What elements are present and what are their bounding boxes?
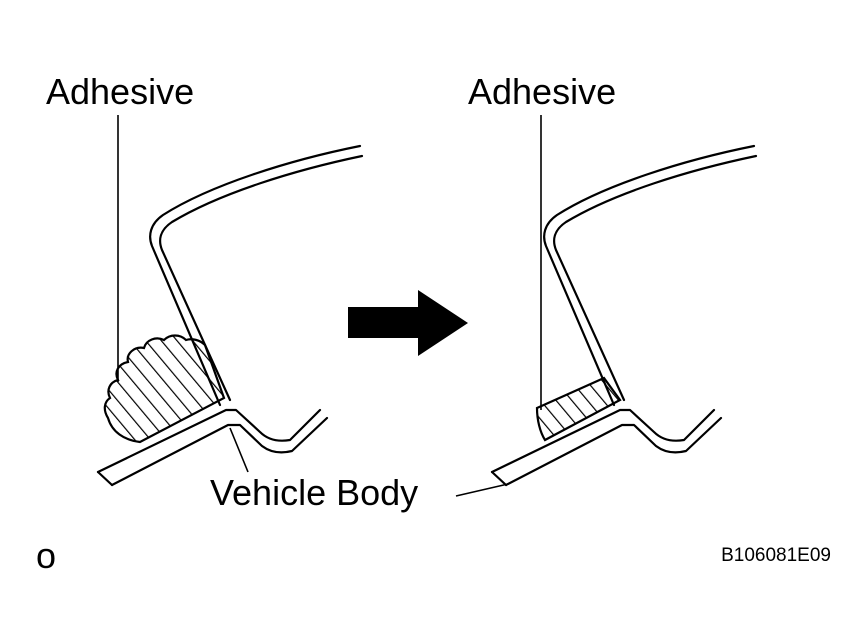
body-panel-outer-right (490, 408, 716, 474)
corner-mark: o (36, 535, 56, 576)
glass-outer-right (543, 144, 756, 407)
adhesive-label-right: Adhesive (468, 71, 616, 112)
adhesive-bead-flat (535, 376, 622, 442)
vehicle-body-leader-left (229, 427, 249, 473)
vehicle-body-label: Vehicle Body (210, 472, 418, 513)
glass-inner-right (553, 154, 758, 402)
body-panel-inner (110, 416, 329, 487)
body-panel-outer (96, 408, 322, 474)
body-panel-end-right (490, 470, 508, 487)
glass-outer (149, 144, 362, 407)
adhesive-label-left: Adhesive (46, 71, 194, 112)
glass-inner (159, 154, 364, 402)
body-panel-end (96, 470, 114, 487)
right-panel: Adhesive (455, 71, 758, 497)
adhesive-bead-uneven (103, 334, 226, 444)
figure-code: B106081E09 (721, 545, 831, 566)
vehicle-body-leader-right (455, 483, 509, 497)
left-panel: Adhesive (46, 71, 364, 487)
transition-arrow (348, 290, 468, 356)
body-panel-inner-right (504, 416, 723, 487)
